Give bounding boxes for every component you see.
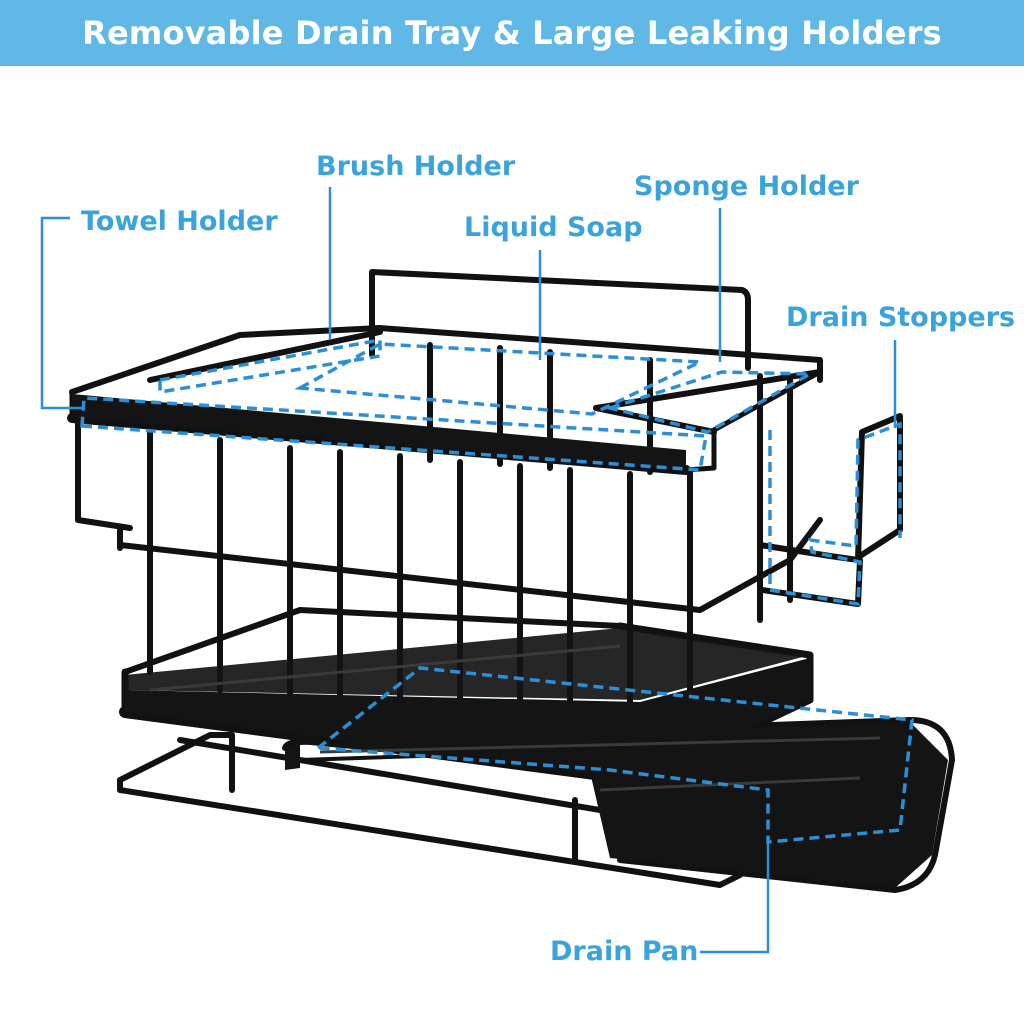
feature-highlight-outlines bbox=[80, 337, 914, 844]
drain-pan-leader bbox=[700, 842, 770, 954]
liquid-soap-label: Liquid Soap bbox=[464, 212, 643, 243]
drain-pan-label: Drain Pan bbox=[550, 936, 699, 967]
drain-stoppers-label: Drain Stoppers bbox=[786, 302, 1016, 333]
rack-highlights bbox=[149, 644, 881, 792]
sponge-holder-label: Sponge Holder bbox=[634, 171, 859, 202]
towel-holder-label: Towel Holder bbox=[81, 206, 278, 237]
rack-solid-parts bbox=[72, 394, 948, 888]
towel-holder-leader bbox=[40, 216, 82, 410]
brush-holder-label: Brush Holder bbox=[316, 151, 516, 182]
page-title: Removable Drain Tray & Large Leaking Hol… bbox=[82, 14, 942, 52]
callout-leader-lines bbox=[40, 187, 897, 954]
title-banner: Removable Drain Tray & Large Leaking Hol… bbox=[0, 0, 1024, 66]
